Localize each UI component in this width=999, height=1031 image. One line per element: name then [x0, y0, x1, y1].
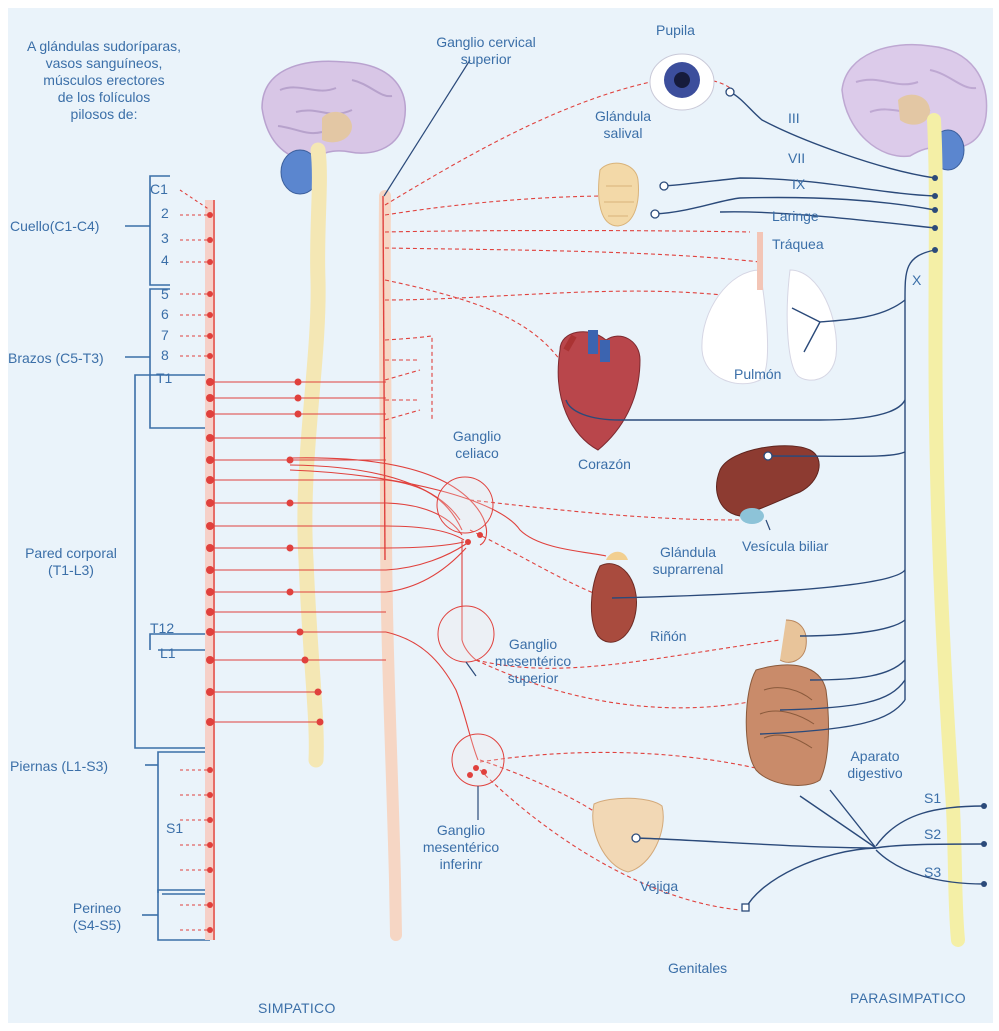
- ganglio-celiaco-line-1: Ganglio: [432, 428, 522, 445]
- footer-parasimpatico: PARASIMPATICO: [850, 990, 966, 1006]
- label-ganglio-celiaco: Ganglio celiaco: [432, 428, 522, 462]
- digestive-tract-icon: [746, 620, 828, 785]
- lungs-icon: [702, 232, 837, 384]
- ganglio-celiaco-line-2: celiaco: [432, 445, 522, 462]
- segment-t12: T12: [150, 620, 174, 636]
- ganglio-msup-line-1: Ganglio: [478, 636, 588, 653]
- segment-5: 5: [161, 286, 169, 302]
- label-vesicula-biliar: Vesícula biliar: [742, 538, 828, 555]
- digestivo-line-2: digestivo: [830, 765, 920, 782]
- segment-t1: T1: [156, 370, 172, 386]
- label-glandula-salival: Glándula salival: [578, 108, 668, 142]
- label-ganglio-mesenterico-superior: Ganglio mesentérico superior: [478, 636, 588, 687]
- segment-3: 3: [161, 230, 169, 246]
- suprarrenal-line-2: suprarrenal: [638, 561, 738, 578]
- segment-4: 4: [161, 252, 169, 268]
- ganglio-msup-line-2: mesentérico: [478, 653, 588, 670]
- ganglio-cervical-line-1: Ganglio cervical: [406, 34, 566, 51]
- label-aparato-digestivo: Aparato digestivo: [830, 748, 920, 782]
- heart-icon: [558, 330, 640, 450]
- celiac-ganglion: [437, 477, 493, 533]
- label-vejiga: Vejiga: [640, 878, 678, 895]
- eye-icon: [650, 54, 714, 110]
- inferior-mesenteric-ganglion: [452, 734, 504, 786]
- nerve-s2: S2: [924, 826, 941, 843]
- label-rinon: Riñón: [650, 628, 687, 645]
- segment-s1: S1: [166, 820, 183, 836]
- intro-line-1: A glándulas sudoríparas,: [14, 38, 194, 55]
- suprarrenal-line-1: Glándula: [638, 544, 738, 561]
- gallbladder-pointer: [766, 520, 770, 530]
- region-pared-corporal: Pared corporal (T1-L3): [16, 545, 126, 579]
- ganglio-minf-line-3: inferinr: [406, 856, 516, 873]
- segment-2: 2: [161, 205, 169, 221]
- nerve-s3: S3: [924, 864, 941, 881]
- region-brazos: Brazos (C5-T3): [8, 350, 104, 367]
- intro-line-4: de los folículos: [14, 89, 194, 106]
- label-traquea: Tráquea: [772, 236, 824, 253]
- nerve-s1: S1: [924, 790, 941, 807]
- label-laringe: Laringe: [772, 208, 819, 225]
- segment-l1: L1: [160, 645, 176, 661]
- glandula-salival-line-1: Glándula: [578, 108, 668, 125]
- sympathetic-preganglionic-fibers: [210, 382, 386, 722]
- nerve-iii: III: [788, 110, 800, 127]
- label-ganglio-mesenterico-inferior: Ganglio mesentérico inferinr: [406, 822, 516, 873]
- label-glandula-suprarrenal: Glándula suprarrenal: [638, 544, 738, 578]
- sympathetic-chain: [383, 196, 396, 935]
- footer-simpatico: SIMPATICO: [258, 1000, 336, 1016]
- label-corazon: Corazón: [578, 456, 631, 473]
- ganglio-cervical-line-2: superior: [406, 51, 566, 68]
- label-pupila: Pupila: [656, 22, 695, 39]
- nerve-vii: VII: [788, 150, 805, 167]
- ganglia: [437, 477, 504, 786]
- nerve-x: X: [912, 272, 921, 289]
- region-perineo-line-2: (S4-S5): [52, 917, 142, 934]
- segment-6: 6: [161, 306, 169, 322]
- brain-right-icon: [842, 45, 987, 940]
- ganglio-minf-line-2: mesentérico: [406, 839, 516, 856]
- label-pulmon: Pulmón: [734, 366, 781, 383]
- region-perineo-line-1: Perineo: [52, 900, 142, 917]
- superior-ganglion-pointer: [466, 662, 476, 676]
- digestivo-line-1: Aparato: [830, 748, 920, 765]
- region-pared-line-2: (T1-L3): [16, 562, 126, 579]
- region-pared-line-1: Pared corporal: [16, 545, 126, 562]
- label-ganglio-cervical: Ganglio cervical superior: [406, 34, 566, 68]
- region-piernas: Piernas (L1-S3): [10, 758, 108, 775]
- region-cuello: Cuello(C1-C4): [10, 218, 99, 235]
- segment-8: 8: [161, 347, 169, 363]
- ganglio-msup-line-3: superior: [478, 670, 588, 687]
- nerve-ix: IX: [792, 176, 805, 193]
- segment-7: 7: [161, 327, 169, 343]
- intro-text: A glándulas sudoríparas, vasos sanguíneo…: [14, 38, 194, 123]
- intro-line-5: pilosos de:: [14, 106, 194, 123]
- label-genitales: Genitales: [668, 960, 727, 977]
- segment-c1: C1: [150, 181, 168, 197]
- intro-line-2: vasos sanguíneos,: [14, 55, 194, 72]
- ganglio-minf-line-1: Ganglio: [406, 822, 516, 839]
- bladder-icon: [593, 798, 664, 872]
- intro-line-3: músculos erectores: [14, 72, 194, 89]
- salivary-gland-icon: [599, 163, 639, 226]
- glandula-salival-line-2: salival: [578, 125, 668, 142]
- region-perineo: Perineo (S4-S5): [52, 900, 142, 934]
